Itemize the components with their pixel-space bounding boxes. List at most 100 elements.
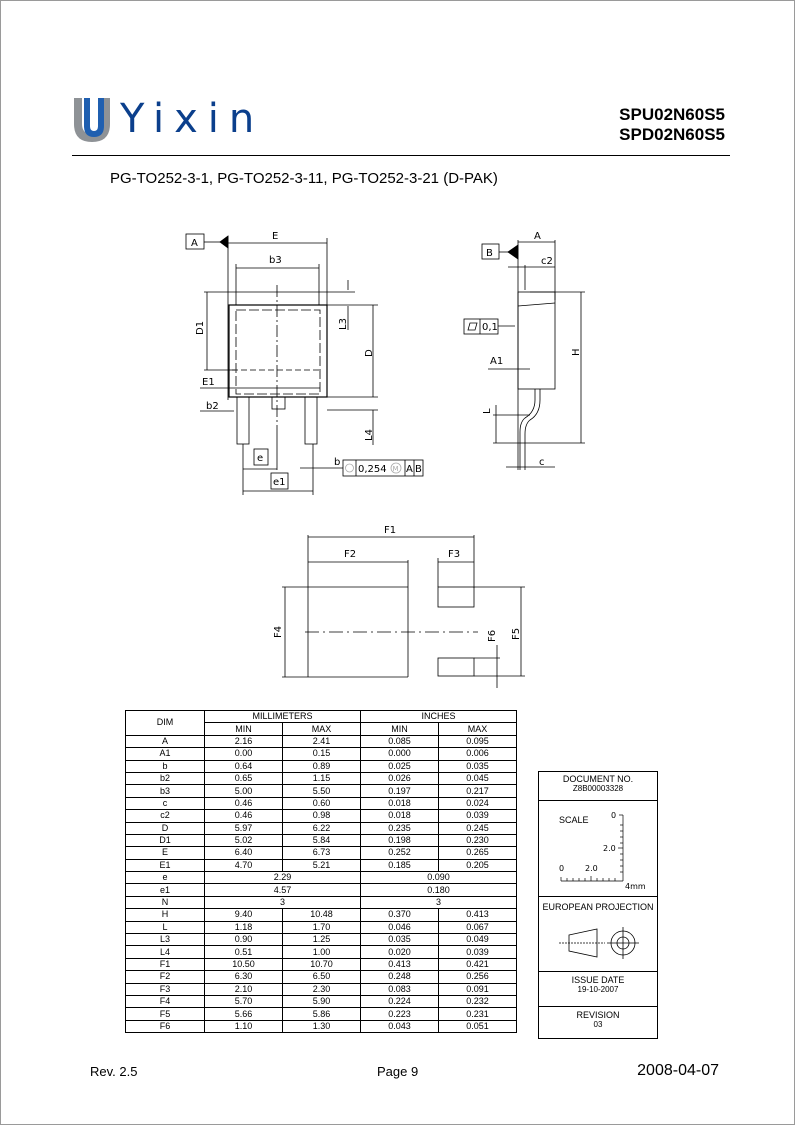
position-tolerance-frame — [342, 459, 424, 477]
dim-label-d: D — [364, 349, 375, 357]
cell-in-min: 0.224 — [360, 994, 439, 1009]
dim-label-f4: F4 — [273, 626, 284, 638]
dim-label-f6: F6 — [487, 630, 498, 642]
dim-label-b2: b2 — [206, 401, 219, 412]
cell-mm-min: 2.10 — [204, 982, 283, 997]
cell-in-min: 0.025 — [360, 759, 439, 773]
dim-label-l4: L4 — [364, 429, 375, 441]
datum-ref: B — [415, 464, 422, 475]
cell-dim: b3 — [125, 784, 205, 798]
cell-in-min: 0.223 — [360, 1007, 439, 1021]
cell-in-max: 0.039 — [438, 945, 517, 959]
dim-label-e: e — [257, 453, 263, 464]
cell-in-min: 0.083 — [360, 982, 439, 997]
cell-mm-max: 0.60 — [282, 796, 361, 811]
cell-mm-max: 2.30 — [282, 982, 361, 997]
cell-mm-max: 5.84 — [282, 833, 361, 848]
cell-in-min: 0.046 — [360, 920, 439, 935]
cell-in-min: 0.235 — [360, 821, 439, 835]
cell-dim: F5 — [125, 1007, 205, 1021]
dim-label-f2: F2 — [344, 549, 356, 560]
dim-label-e: E — [272, 231, 278, 242]
cell-mm-min: 5.70 — [204, 994, 283, 1009]
part-number: SPD02N60S5 — [619, 125, 725, 144]
dim-label-e1: E1 — [202, 377, 215, 388]
cell-mm-min: 6.40 — [204, 846, 283, 860]
cell-in-max: 0.245 — [438, 821, 517, 835]
scale-tick: 0 — [611, 811, 616, 820]
cell-dim: F4 — [125, 994, 205, 1009]
cell-in-min: 0.085 — [360, 734, 439, 749]
dim-label-b3: b3 — [269, 255, 282, 266]
dim-label-h: H — [571, 348, 582, 356]
cell-dim: L4 — [125, 945, 205, 959]
footprint-view: F1 F2 F3 F4 F5 F6 — [273, 525, 525, 688]
flatness-symbol-icon — [467, 322, 478, 331]
cell-mm-max: 1.70 — [282, 920, 361, 935]
col-header-in-min: MIN — [360, 722, 439, 736]
cell-dim: L3 — [125, 933, 205, 947]
footer-date: 2008-04-07 — [637, 1062, 719, 1079]
cell-dim: c2 — [125, 809, 205, 823]
cell-mm-min: 0.46 — [204, 809, 283, 823]
col-header-mm-min: MIN — [204, 722, 283, 736]
scale-section: SCALE 0 2.0 0 2.0 4mm — [539, 801, 657, 897]
european-projection-icon — [559, 927, 639, 959]
projection-section: EUROPEAN PROJECTION — [539, 897, 657, 972]
cell-dim: A — [125, 734, 205, 749]
revision-value: 03 — [593, 1020, 603, 1029]
cell-dim: F1 — [125, 957, 205, 972]
cell-in-max: 0.045 — [438, 771, 517, 786]
cell-in-min: 0.026 — [360, 771, 439, 786]
cell-mm-max: 2.41 — [282, 734, 361, 749]
dim-label-f1: F1 — [384, 525, 396, 536]
cell-in-max: 0.006 — [438, 747, 517, 761]
datum-ref: A — [406, 464, 413, 475]
title-block: DOCUMENT NO. Z8B00003328 SCALE 0 2.0 0 2… — [538, 771, 658, 1039]
cell-mm-max: 6.50 — [282, 970, 361, 984]
cell-mm-max: 6.73 — [282, 846, 361, 860]
cell-in-min: 0.252 — [360, 846, 439, 860]
issue-date-section: ISSUE DATE 19-10-2007 — [539, 972, 657, 1007]
col-header-in-max: MAX — [438, 722, 517, 736]
cell-in-min: 0.185 — [360, 858, 439, 873]
cell-mm-min: 0.46 — [204, 796, 283, 811]
cell-mm-min: 0.65 — [204, 771, 283, 786]
revision-section: REVISION 03 — [539, 1007, 657, 1038]
cell-mm-min: 5.00 — [204, 784, 283, 798]
cell-dim: F2 — [125, 970, 205, 984]
dim-label-f3: F3 — [448, 549, 460, 560]
brand-logo: Yixin — [72, 96, 264, 142]
cell-mm-max: 0.89 — [282, 759, 361, 773]
cell-mm-min: 0.00 — [204, 747, 283, 761]
dim-label-a1: A1 — [490, 356, 503, 367]
col-header-mm-max: MAX — [282, 722, 361, 736]
dim-label-c2: c2 — [541, 256, 553, 267]
cell-mm-min: 5.97 — [204, 821, 283, 835]
dim-label-l3: L3 — [338, 318, 349, 330]
col-header-in: INCHES — [360, 709, 517, 724]
cell-in-min: 0.248 — [360, 970, 439, 984]
cell-mm-max: 10.70 — [282, 957, 361, 972]
cell-mm-max: 0.15 — [282, 747, 361, 761]
col-header-mm: MILLIMETERS — [204, 709, 361, 724]
scale-label: SCALE — [559, 815, 589, 825]
dim-label-l: L — [482, 408, 493, 414]
cell-in-max: 0.095 — [438, 734, 517, 749]
cell-in-min: 0.000 — [360, 747, 439, 761]
cell-mm-max: 5.21 — [282, 858, 361, 873]
side-view: B A c2 H 0,1 A1 L c — [463, 231, 585, 470]
cell-mm-max: 5.50 — [282, 784, 361, 798]
